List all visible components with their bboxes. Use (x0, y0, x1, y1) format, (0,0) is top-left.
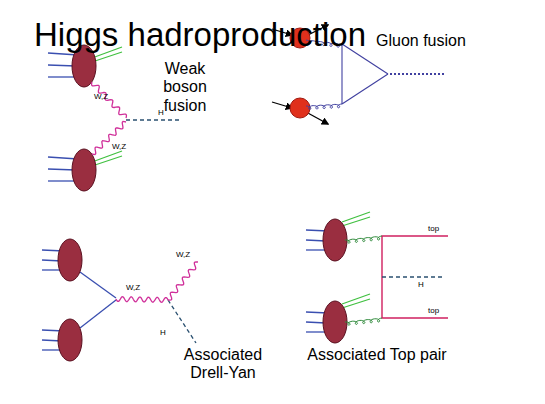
gluon-line (306, 104, 342, 109)
higgs-label: H (418, 280, 424, 289)
wbf-diagram (48, 45, 180, 191)
drell-yan-diagram (42, 239, 196, 361)
process-name: Weak boson fusion (150, 60, 220, 115)
higgs-label: H (158, 108, 164, 117)
boson-label: W,Z (112, 142, 126, 151)
gluon-line (345, 318, 382, 325)
process-name: Gluon fusion (376, 32, 466, 50)
boson-line (168, 262, 198, 300)
higgs-label: H (160, 328, 166, 337)
boson-line (92, 82, 127, 118)
boson-line (116, 297, 168, 303)
gluon-line (345, 236, 382, 243)
top-label: top (428, 306, 439, 315)
boson-label: W,Z (176, 250, 190, 259)
boson-line (92, 122, 126, 155)
slide-title: Higgs hadroproduction (34, 16, 366, 54)
process-name: Associated Top pair (302, 346, 452, 364)
top-pair-diagram (306, 212, 448, 343)
boson-label: W,Z (94, 92, 108, 101)
boson-label: W,Z (126, 283, 140, 292)
process-name: Associated Drell-Yan (168, 346, 278, 383)
top-label: top (428, 224, 439, 233)
